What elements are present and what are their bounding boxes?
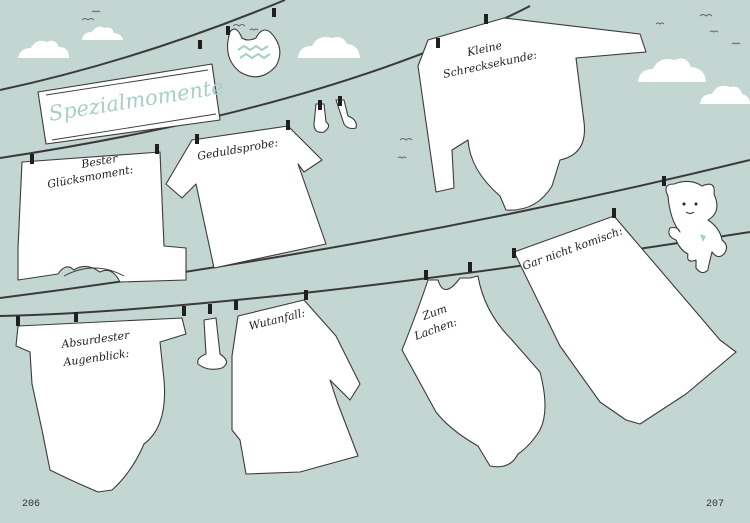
- kleine-body[interactable]: Kleine Schrecksekunde:: [417, 17, 647, 211]
- cloud-icon: [638, 58, 706, 82]
- page-number-right: 207: [706, 499, 724, 510]
- bester-shirt[interactable]: Bester Glücksmoment:: [17, 151, 187, 283]
- bird-icon: [81, 10, 741, 159]
- sock-icon: [197, 317, 228, 370]
- banner: Spezialmomente: [37, 63, 225, 145]
- bib-icon: [227, 28, 281, 78]
- cloud-icon: [18, 40, 69, 58]
- washing-line-middle: [0, 159, 750, 299]
- cloud-icon: [82, 26, 123, 40]
- sock-icon: [313, 99, 357, 133]
- gar-cloth[interactable]: Gar nicht komisch:: [513, 215, 737, 425]
- clothes-peg-icon: [16, 8, 666, 326]
- teddy-bear-icon: [665, 180, 728, 274]
- cloud-icon: [298, 36, 360, 58]
- geduld-shirt[interactable]: Geduldsprobe:: [165, 125, 327, 269]
- wut-shirt[interactable]: Wutanfall:: [231, 299, 361, 475]
- absurd-body[interactable]: Absurdester Augenblick:: [15, 317, 187, 493]
- page-number-left: 206: [22, 499, 40, 510]
- washing-line-top: [0, 0, 286, 91]
- cloud-icon: [700, 85, 750, 104]
- lachen-body[interactable]: Zum Lachen:: [401, 275, 546, 468]
